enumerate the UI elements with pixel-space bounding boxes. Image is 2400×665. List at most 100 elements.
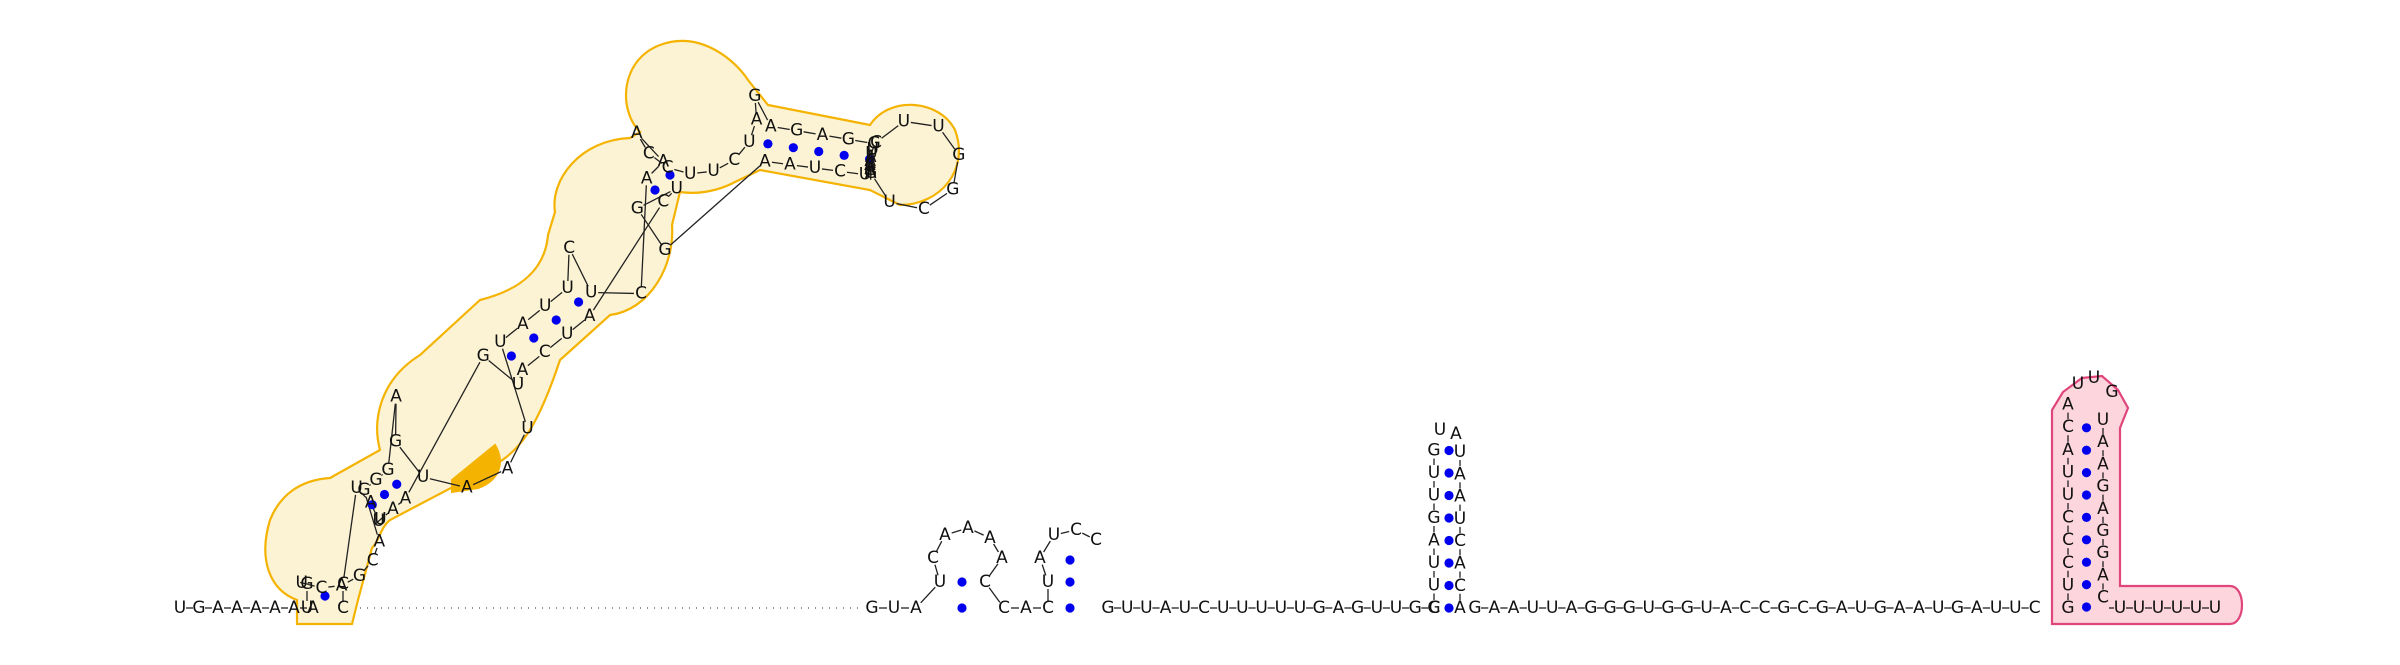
base-pair-dot [763,139,773,149]
backbone-link [300,581,309,585]
nucleotide: G [790,121,803,141]
nucleotide: C [2062,553,2074,573]
base-pair-dot [1444,490,1454,501]
nucleotide: U [512,375,524,395]
nucleotide: A [1894,598,1906,618]
backbone-link [974,530,984,536]
nucleotide: C [2097,588,2109,608]
backbone-link [374,547,378,555]
nucleotide: U [883,192,895,212]
nucleotide: A [502,459,514,479]
nucleotide: A [1020,598,1032,618]
highlight-region-orange [264,39,961,626]
nucleotide: C [657,192,669,212]
nucleotide: U [372,511,384,531]
nucleotide: C [2062,417,2074,437]
nucleotide: U [743,132,755,152]
nucleotide: C [918,199,930,219]
nucleotide: G [1313,598,1326,618]
base-pair-dot [2081,512,2092,523]
base-pair-dot [2081,468,2092,478]
nucleotide: G [842,129,855,149]
nucleotide: U [670,178,682,198]
backbone-link [988,563,999,577]
nucleotide: A [288,598,300,618]
nucleotide: U [1236,598,1248,618]
nucleotide: A [1508,598,1520,618]
nucleotide: A [1836,598,1848,618]
backbone-link [567,254,570,282]
nucleotide: U [684,164,696,184]
backbone-link [1081,532,1091,538]
nucleotide: C [870,133,882,153]
nucleotide: G [1427,508,1440,528]
nucleotide: G [1584,598,1597,618]
nucleotide: A [1454,464,1466,484]
nucleotide: U [1454,442,1466,462]
nucleotide: A [269,598,281,618]
nucleotide: A [231,598,243,618]
nucleotide: G [2105,382,2118,402]
nucleotide: C [998,598,1010,618]
nucleotide: A [1454,598,1466,618]
nucleotide: A [390,387,402,407]
base-pair-dot [957,577,967,587]
nucleotide: U [2062,485,2074,505]
nucleotide: G [1427,441,1440,461]
nucleotide: C [563,238,575,258]
nucleotide: C [927,548,939,568]
nucleotide: U [1428,553,1440,573]
base-pair-dot [320,591,330,601]
nucleotide: G [2061,598,2074,618]
base-pair-dot [1065,603,1075,613]
nucleotide: G [1409,598,1422,618]
nucleotide: G [1101,598,1114,618]
nucleotide: C [834,161,846,181]
nucleotide: C [1739,598,1751,618]
backbone-link [803,131,816,135]
nucleotide: G [864,163,877,183]
base-pair-dot [864,154,875,164]
base-pair-dot [1444,580,1454,591]
nucleotide: U [521,418,533,438]
nucleotide: U [1546,598,1558,618]
backbone-link [846,171,859,175]
backbone-link [640,213,662,245]
base-pair-dot [392,479,402,489]
nucleotide: A [517,314,529,334]
nucleotide: U [2114,598,2126,618]
nucleotide: U [2209,598,2221,618]
nucleotide: U [1390,598,1402,618]
backbone-link [674,168,684,173]
backbone-link [654,157,663,164]
nucleotide: A [1034,548,1046,568]
nucleotide: A [1428,531,1440,551]
nucleotide: U [1371,598,1383,618]
backbone-link [757,101,769,121]
base-pair-dot [1444,603,1454,613]
nucleotide: C [979,572,991,592]
backbone-link [1041,564,1047,576]
base-pair-dot [814,146,824,157]
nucleotide: U [1428,576,1440,596]
nucleotide: G [1468,598,1481,618]
nucleotide: A [1333,598,1345,618]
nucleotide: A [984,528,996,548]
base-pair-dot [839,150,849,160]
nucleotide: U [1217,598,1229,618]
backbone-link [399,446,420,472]
base-pair-layer [320,139,2092,613]
nucleotide: U [1179,598,1191,618]
backbone-link [667,192,673,198]
nucleotide: U [2088,368,2100,388]
nucleotide: A [336,575,348,595]
nucleotide: A [962,518,974,538]
base-pair-dot [2081,580,2092,590]
backbone-link [372,508,377,515]
base-pair-dot [2081,535,2092,545]
base-pair-dot [650,185,660,195]
nucleotide: U [2072,374,2084,394]
nucleotide: A [817,125,829,145]
backbone-link [1060,530,1070,535]
nucleotide: U [898,111,910,131]
